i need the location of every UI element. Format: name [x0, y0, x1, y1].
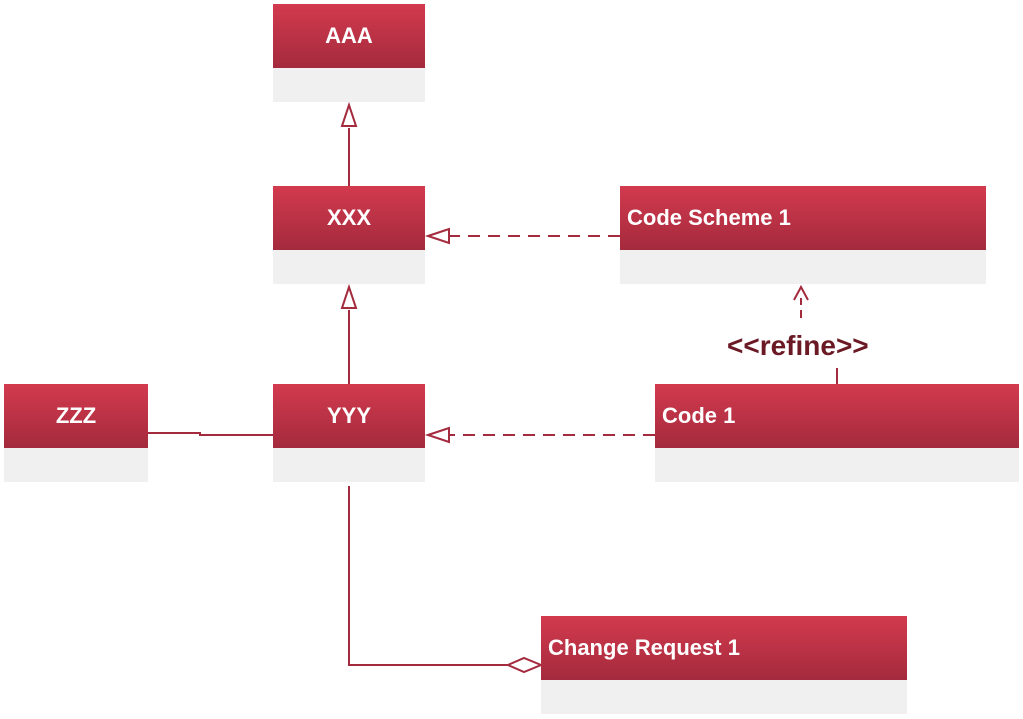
class-zzz[interactable]: ZZZ: [4, 384, 148, 482]
class-code-1[interactable]: Code 1: [655, 384, 1019, 482]
class-code-scheme-1-body: [620, 250, 986, 284]
class-code-1-body: [655, 448, 1019, 482]
class-aaa[interactable]: AAA: [273, 4, 425, 102]
class-zzz-body: [4, 448, 148, 482]
class-xxx-title: XXX: [273, 186, 425, 250]
realization-arrowhead: [424, 227, 450, 245]
refine-stereotype-label: <<refine>>: [727, 330, 869, 361]
class-xxx[interactable]: XXX: [273, 186, 425, 284]
class-change-request-1[interactable]: Change Request 1: [541, 616, 907, 714]
zzz-to-yyy-association: [148, 432, 273, 436]
class-code-scheme-1-title: Code Scheme 1: [620, 186, 986, 250]
class-change-request-1-title: Change Request 1: [541, 616, 907, 680]
refine-arrowhead: [793, 284, 809, 301]
class-code-1-title: Code 1: [655, 384, 1019, 448]
class-yyy-title: YYY: [273, 384, 425, 448]
realization-arrowhead: [424, 426, 450, 444]
class-zzz-title: ZZZ: [4, 384, 148, 448]
class-aaa-title: AAA: [273, 4, 425, 68]
class-yyy-body: [273, 448, 425, 482]
class-change-request-1-body: [541, 680, 907, 714]
generalization-arrowhead: [340, 101, 358, 127]
yyy-to-changerequest-aggregation: [348, 486, 508, 666]
class-xxx-body: [273, 250, 425, 284]
class-aaa-body: [273, 68, 425, 102]
class-yyy[interactable]: YYY: [273, 384, 425, 482]
aggregation-diamond: [505, 656, 544, 674]
class-code-scheme-1[interactable]: Code Scheme 1: [620, 186, 986, 284]
generalization-arrowhead: [340, 283, 358, 309]
